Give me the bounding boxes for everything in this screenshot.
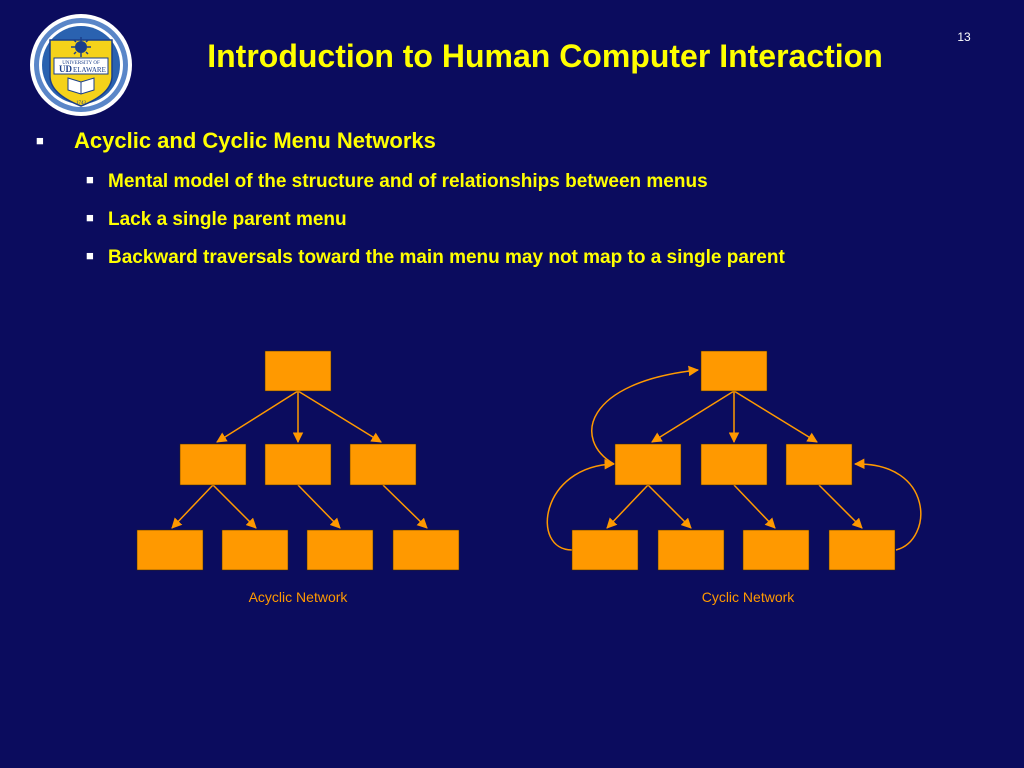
acyclic-submenu-box — [349, 443, 417, 486]
bullet-square-icon: ■ — [36, 133, 44, 148]
cycle-arrow-right — [853, 458, 922, 551]
bullet-main: ■ Acyclic and Cyclic Menu Networks — [36, 128, 436, 154]
acyclic-leaf-menu-box — [306, 529, 374, 571]
acyclic-network — [171, 390, 428, 529]
cyclic-leaf-menu-box — [742, 529, 810, 571]
svg-text:UD: UD — [59, 64, 72, 74]
bullet-sub-text: Mental model of the structure and of rel… — [108, 171, 708, 192]
cyclic-leaf-menu-box — [571, 529, 639, 571]
acyclic-submenu-box — [264, 443, 332, 486]
acyclic-network-label: Acyclic Network — [249, 589, 349, 605]
cyclic-submenu-box — [700, 443, 768, 486]
bullet-main-text: Acyclic and Cyclic Menu Networks — [74, 128, 436, 153]
svg-text:UNIVERSITY OF: UNIVERSITY OF — [62, 61, 100, 66]
svg-text:1743: 1743 — [76, 101, 87, 106]
bullet-sub-text: Backward traversals toward the main menu… — [108, 247, 785, 268]
cyclic-network — [546, 365, 922, 551]
bullet-square-icon: ■ — [86, 172, 94, 187]
bullet-square-icon: ■ — [86, 248, 94, 263]
acyclic-submenu-box — [179, 443, 247, 486]
bullet-square-icon: ■ — [86, 210, 94, 225]
page-number: 13 — [957, 30, 971, 44]
cyclic-submenu-box — [785, 443, 853, 486]
acyclic-leaf-menu-box — [221, 529, 289, 571]
university-of-delaware-logo: UNIVERSITY OF UD ELAWARE 1743 — [30, 14, 132, 116]
acyclic-leaf-menu-box — [392, 529, 460, 571]
cycle-arrow-left — [546, 459, 616, 551]
cycle-arrow-to-root — [591, 365, 700, 465]
cyclic-submenu-box — [614, 443, 682, 486]
bullet-sub-text: Lack a single parent menu — [108, 209, 347, 230]
cyclic-leaf-menu-box — [828, 529, 896, 571]
bullet-sub: ■ Mental model of the structure and of r… — [86, 171, 708, 193]
slide-title: Introduction to Human Computer Interacti… — [207, 38, 883, 74]
cyclic-leaf-menu-box — [657, 529, 725, 571]
cyclic-root-menu-box — [700, 350, 768, 392]
svg-text:ELAWARE: ELAWARE — [73, 66, 106, 74]
acyclic-leaf-menu-box — [136, 529, 204, 571]
bullet-sub: ■ Backward traversals toward the main me… — [86, 247, 785, 269]
cyclic-network-label: Cyclic Network — [702, 589, 796, 605]
bullet-sub: ■ Lack a single parent menu — [86, 209, 347, 231]
acyclic-root-menu-box — [264, 350, 332, 392]
